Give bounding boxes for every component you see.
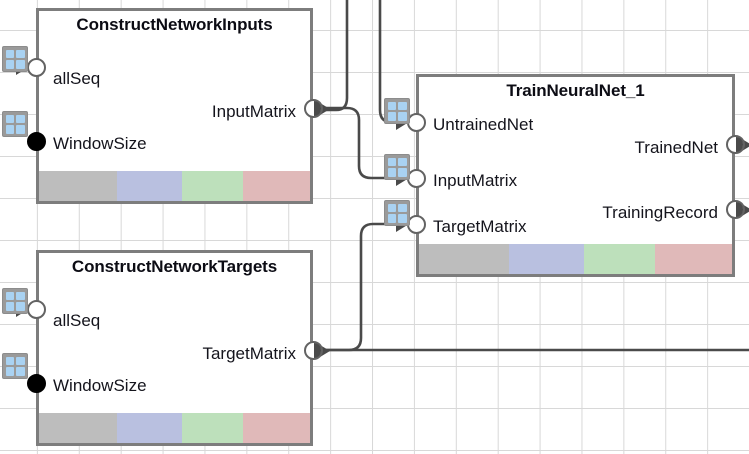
block-train-neural-net-1[interactable]: TrainNeuralNet_1 UntrainedNet InputMatri… [416,74,735,277]
port-label-windowsize: WindowSize [53,134,147,153]
input-port-allseq[interactable] [27,58,46,77]
strip-segment-green [182,413,244,443]
port-label-allseq: allSeq [53,311,101,330]
port-label-targetmatrix: TargetMatrix [202,344,296,363]
port-label-inputmatrix: InputMatrix [433,171,518,190]
strip-segment-red [243,413,310,443]
strip-segment-gray [419,244,509,274]
port-label-trainingrecord: TrainingRecord [602,203,718,222]
block-title: ConstructNetworkInputs [76,15,273,34]
output-arrow-trainingrecord [742,204,749,216]
port-label-inputmatrix: InputMatrix [211,102,296,121]
input-port-allseq[interactable] [27,300,46,319]
strip-segment-gray [39,413,117,443]
port-label-targetmatrix: TargetMatrix [433,217,527,236]
block-construct-network-inputs[interactable]: ConstructNetworkInputs allSeq WindowSize… [36,8,313,204]
matrix-2x2-icon[interactable] [384,98,410,124]
block-color-strip [39,413,310,443]
block-title: TrainNeuralNet_1 [506,81,645,100]
port-label-untrainednet: UntrainedNet [433,115,534,134]
block-construct-network-targets[interactable]: ConstructNetworkTargets allSeq WindowSiz… [36,250,313,446]
output-port-inputmatrix[interactable] [304,99,323,118]
wire-target-matrix [322,222,400,352]
port-label-allseq: allSeq [53,69,101,88]
input-port-windowsize[interactable] [27,374,46,393]
block-color-strip [39,171,310,201]
matrix-2x2-icon[interactable] [2,288,28,314]
strip-segment-red [654,244,733,274]
matrix-2x2-icon[interactable] [2,111,28,137]
input-port-windowsize[interactable] [27,132,46,151]
block-color-strip [419,244,733,274]
matrix-2x2-icon[interactable] [2,353,28,379]
matrix-2x2-icon[interactable] [384,200,410,226]
port-label-trainednet: TrainedNet [634,138,718,157]
block-title: ConstructNetworkTargets [71,257,278,276]
strip-segment-blue [116,413,183,443]
matrix-2x2-icon[interactable] [2,46,28,72]
strip-segment-red [243,171,310,201]
strip-segment-green [584,244,655,274]
output-port-targetmatrix[interactable] [304,341,323,360]
wire-top-left-vertical [322,0,349,112]
strip-segment-blue [508,244,585,274]
matrix-2x2-icon[interactable] [384,154,410,180]
output-port-trainingrecord[interactable] [726,200,745,219]
strip-segment-blue [116,171,183,201]
strip-segment-gray [39,171,117,201]
port-label-windowsize: WindowSize [53,376,147,395]
output-port-trainednet[interactable] [726,135,745,154]
output-arrow-trainednet [742,139,749,151]
strip-segment-green [182,171,244,201]
